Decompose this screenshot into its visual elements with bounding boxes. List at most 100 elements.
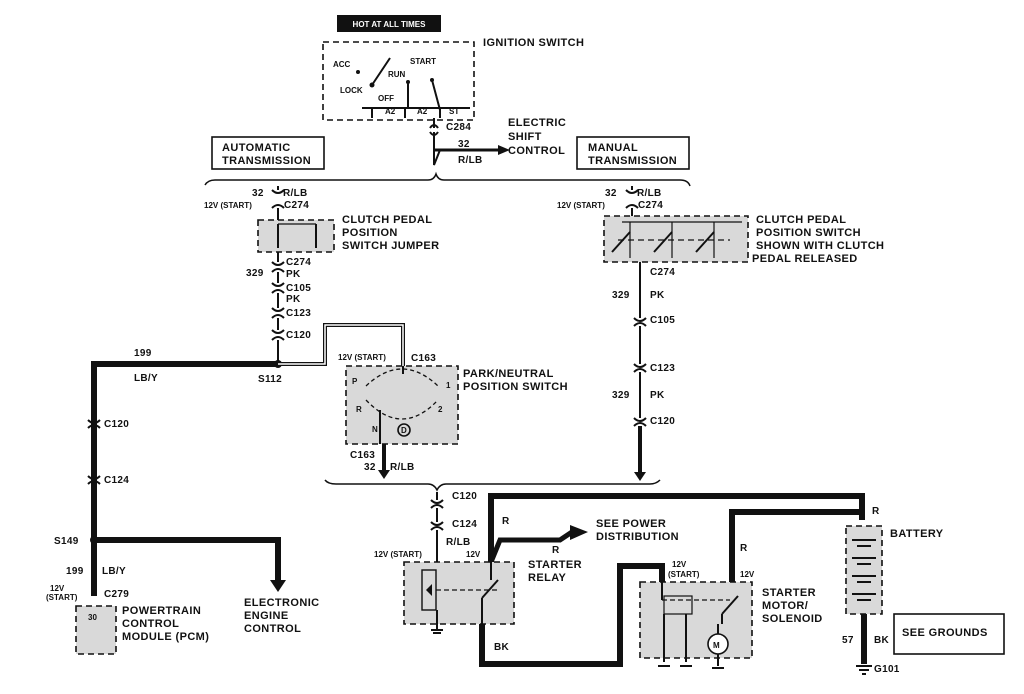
pn-p: P xyxy=(352,377,358,386)
right-wire-rlb-label: R/LB xyxy=(637,188,662,199)
park-neutral-switch-box xyxy=(345,365,459,445)
relay-12v-label: 12V xyxy=(466,550,481,559)
starter-motor-label-3: SOLENOID xyxy=(762,613,823,625)
left-pk2-label: PK xyxy=(286,294,301,305)
battery-r-label: R xyxy=(872,506,880,517)
lock-label: LOCK xyxy=(340,86,363,95)
solenoid-battery-wire xyxy=(729,509,862,582)
pcm-label-1: POWERTRAIN xyxy=(122,605,201,617)
manual-transmission-box xyxy=(576,136,690,170)
left-c120-label: C120 xyxy=(286,330,311,341)
right-wire-32-label: 32 xyxy=(605,188,617,199)
relay-c120-label: C120 xyxy=(452,491,477,502)
manual-clutch-label-1: CLUTCH PEDAL xyxy=(756,214,846,226)
starter-relay-label-1: STARTER xyxy=(528,559,582,571)
wire-199-2-label: 199 xyxy=(66,566,84,577)
manual-clutch-label-3: SHOWN WITH CLUTCH xyxy=(756,240,884,252)
relay-rlb-label: R/LB xyxy=(446,537,471,548)
automatic-transmission-box xyxy=(211,136,325,170)
g101-ground-icon xyxy=(856,665,872,675)
left-connector-c274-top xyxy=(271,186,285,220)
eec-label-3: CONTROL xyxy=(244,623,301,635)
pn-2: 2 xyxy=(438,405,443,414)
right-pk-1-label: PK xyxy=(650,290,665,301)
power-dist-wire xyxy=(488,529,574,563)
left-trunk-c120-label: C120 xyxy=(104,419,129,430)
electric-shift-label-1: ELECTRIC xyxy=(508,117,566,129)
eec-arrow xyxy=(270,580,286,592)
right-wire-329-1-label: 329 xyxy=(612,290,630,301)
hot-at-all-times-text: HOT AT ALL TIMES xyxy=(353,20,427,29)
relay-c124-label: C124 xyxy=(452,519,477,530)
manual-transmission-label-1: MANUAL xyxy=(588,142,638,154)
start-label: START xyxy=(410,57,436,66)
st-label: ST xyxy=(449,107,459,116)
pcm-12v-label: 12V xyxy=(50,584,65,593)
ignition-switch-box xyxy=(322,41,475,121)
starter-motor-box xyxy=(639,581,753,659)
right-12v-start-label: 12V (START) xyxy=(557,201,605,210)
see-grounds-box xyxy=(893,613,1005,655)
s112-label: S112 xyxy=(258,374,282,385)
pn-label-1: PARK/NEUTRAL xyxy=(463,368,554,380)
starter-relay-box xyxy=(403,561,515,625)
motor-m-label: M xyxy=(713,641,720,650)
relay-r2-label: R xyxy=(552,545,560,556)
ignition-feed-wire xyxy=(429,118,510,166)
pcm-label-2: CONTROL xyxy=(122,618,179,630)
jumper-label-1: CLUTCH PEDAL xyxy=(342,214,432,226)
starter-motor-internals xyxy=(658,582,739,669)
relay-12v-start-label: 12V (START) xyxy=(374,550,422,559)
run-label: RUN xyxy=(388,70,406,79)
bottom-brace xyxy=(324,479,661,492)
see-power-label-1: SEE POWER xyxy=(596,518,666,530)
c163-top-label: C163 xyxy=(411,353,436,364)
right-c274-bot-label: C274 xyxy=(650,267,675,278)
acc-label: ACC xyxy=(333,60,351,69)
left-wire-32-label: 32 xyxy=(252,188,264,199)
left-12v-start-label: 12V (START) xyxy=(204,201,252,210)
c284-label: C284 xyxy=(446,122,471,133)
jumper-label-3: SWITCH JUMPER xyxy=(342,240,439,252)
pn-12v-label: 12V (START) xyxy=(338,353,386,362)
pn-out-arrow xyxy=(378,470,390,479)
pn-d: D xyxy=(401,426,407,435)
eec-label-2: ENGINE xyxy=(244,610,289,622)
park-neutral-feed-wire-inner xyxy=(278,324,404,366)
right-c123-label: C123 xyxy=(650,363,675,374)
lby-label: LB/Y xyxy=(134,373,158,384)
pcm-pin-30: 30 xyxy=(88,613,97,622)
right-vertical-wire-connectors xyxy=(633,262,647,427)
eec-label-1: ELECTRONIC xyxy=(244,597,320,609)
battery-label: BATTERY xyxy=(890,528,944,540)
left-pk1-label: PK xyxy=(286,269,301,280)
left-c123-label: C123 xyxy=(286,308,311,319)
power-dist-arrow xyxy=(570,525,588,540)
electric-shift-label-3: CONTROL xyxy=(508,145,565,157)
left-c105-label: C105 xyxy=(286,283,311,294)
jumper-label-2: POSITION xyxy=(342,227,398,239)
right-c120-label: C120 xyxy=(650,416,675,427)
left-wire-rlb-label: R/LB xyxy=(283,188,308,199)
left-trunk-c124-label: C124 xyxy=(104,475,129,486)
pn-1: 1 xyxy=(446,381,451,390)
right-wire-329-2-label: 329 xyxy=(612,390,630,401)
left-c120-connector xyxy=(87,419,101,429)
see-power-label-2: DISTRIBUTION xyxy=(596,531,679,543)
automatic-transmission-label-2: TRANSMISSION xyxy=(222,155,311,167)
clutch-jumper-arrows xyxy=(277,223,317,248)
shift-wire-32-label: 32 xyxy=(458,139,470,150)
manual-clutch-contacts xyxy=(611,221,742,258)
relay-r-label: R xyxy=(502,516,510,527)
s149-label: S149 xyxy=(54,536,79,547)
left-c274-top-label: C274 xyxy=(284,200,309,211)
manual-clutch-label-2: POSITION SWITCH xyxy=(756,227,861,239)
see-grounds-label: SEE GROUNDS xyxy=(902,627,988,639)
left-c274-bot-label: C274 xyxy=(286,257,311,268)
right-c105-label: C105 xyxy=(650,315,675,326)
manual-transmission-label-2: TRANSMISSION xyxy=(588,155,677,167)
left-wire-329-label: 329 xyxy=(246,268,264,279)
sm-r-label: R xyxy=(740,543,748,554)
left-c124-connector xyxy=(87,475,101,485)
